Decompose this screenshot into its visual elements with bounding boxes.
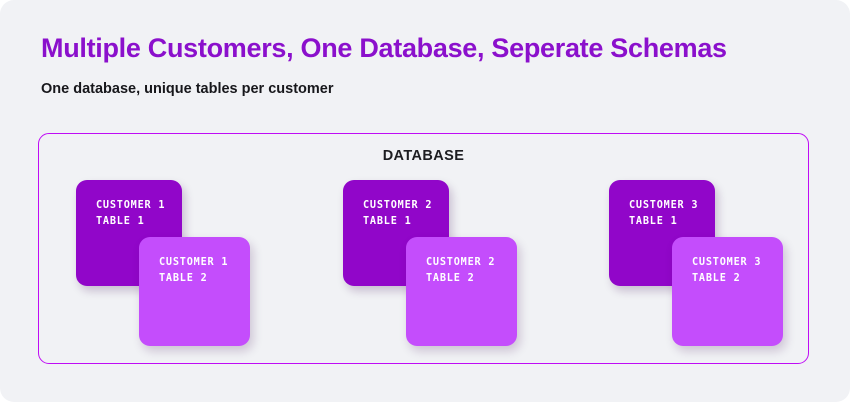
customer-3-table-2-table-label: TABLE 2	[692, 273, 741, 284]
customer-2-table-1-table-label: TABLE 1	[363, 216, 412, 227]
customer-group-1: CUSTOMER 1 TABLE 1 CUSTOMER 1 TABLE 2	[76, 180, 286, 355]
customer-1-table-1-card[interactable]: CUSTOMER 1 TABLE 1	[76, 180, 182, 286]
customer-1-table-1-table-label: TABLE 1	[96, 216, 145, 227]
customer-3-table-1-table-label: TABLE 1	[629, 216, 678, 227]
customer-3-table-2-card[interactable]: CUSTOMER 3 TABLE 2	[672, 237, 783, 346]
customer-group-2: CUSTOMER 2 TABLE 1 CUSTOMER 2 TABLE 2	[343, 180, 553, 355]
customer-1-table-2-table-label: TABLE 2	[159, 273, 208, 284]
customer-2-table-2-card[interactable]: CUSTOMER 2 TABLE 2	[406, 237, 517, 346]
customer-2-table-2-table-label: TABLE 2	[426, 273, 475, 284]
database-container: DATABASE CUSTOMER 1 TABLE 1 CUSTOMER 1 T…	[38, 133, 809, 364]
customer-2-table-1-customer-label: CUSTOMER 2	[363, 200, 433, 211]
customer-2-table-2-customer-label: CUSTOMER 2	[426, 257, 496, 268]
customer-1-table-2-card[interactable]: CUSTOMER 1 TABLE 2	[139, 237, 250, 346]
customer-1-table-2-customer-label: CUSTOMER 1	[159, 257, 229, 268]
database-label: DATABASE	[382, 148, 465, 164]
customer-3-table-1-customer-label: CUSTOMER 3	[629, 200, 699, 211]
page-title: Multiple Customers, One Database, Sepera…	[41, 33, 727, 63]
customer-group-3: CUSTOMER 3 TABLE 1 CUSTOMER 3 TABLE 2	[609, 180, 819, 355]
page-subtitle: One database, unique tables per customer	[41, 81, 334, 97]
customer-1-table-1-customer-label: CUSTOMER 1	[96, 200, 166, 211]
customer-3-table-2-customer-label: CUSTOMER 3	[692, 257, 762, 268]
